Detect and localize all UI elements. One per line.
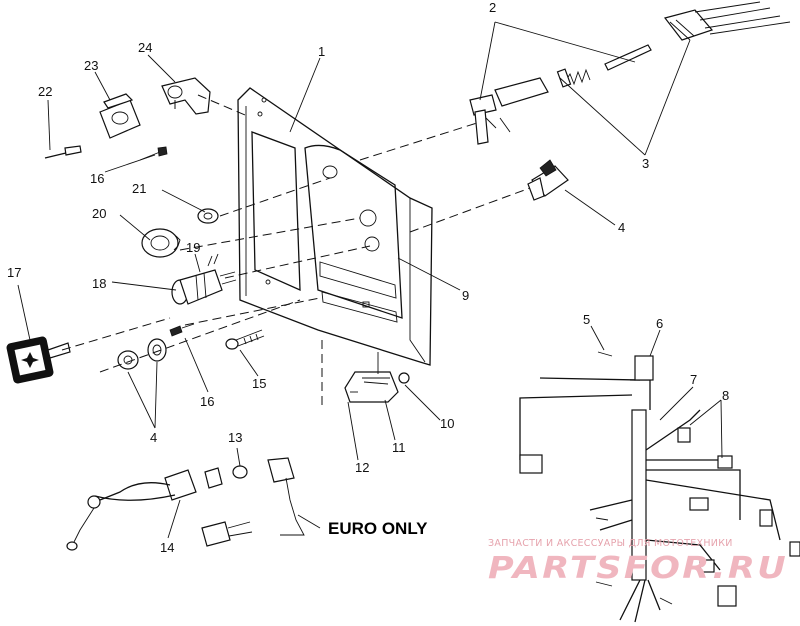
nut-washer-lower <box>117 338 167 370</box>
callout-9: 9 <box>462 288 469 303</box>
callout-12: 12 <box>355 460 369 475</box>
callout-16-upper: 16 <box>90 171 104 186</box>
callout-19: 19 <box>186 240 200 255</box>
mount-bracket <box>344 352 410 403</box>
callout-4-toggle: 4 <box>618 220 625 235</box>
toggle-switch <box>527 159 569 201</box>
callout-11: 11 <box>392 440 406 455</box>
nut-ring-20 <box>141 228 181 258</box>
leader-lines <box>17 21 723 539</box>
callout-20: 20 <box>92 206 106 221</box>
callout-labels: 1 2 3 4 4 5 6 7 8 9 10 11 12 13 14 15 16… <box>7 0 729 555</box>
wiring-harness <box>519 351 800 623</box>
callout-4-nut: 4 <box>150 430 157 445</box>
screw-16-lower <box>169 323 195 337</box>
washer-21 <box>197 208 219 224</box>
callout-13: 13 <box>228 430 242 445</box>
bracket-24 <box>161 77 211 115</box>
euro-switch-assembly <box>66 457 305 551</box>
bolt-15 <box>225 329 265 350</box>
ignition-key <box>6 336 71 384</box>
watermark-logo: PARTSFOR.RU <box>488 551 788 586</box>
callout-15: 15 <box>252 376 266 391</box>
callout-8: 8 <box>722 388 729 403</box>
watermark-tagline: ЗАПЧАСТИ И АКСЕССУАРЫ ДЛЯ МОТОТЕХНИКИ <box>488 538 733 549</box>
callout-16-lower: 16 <box>200 394 214 409</box>
instrument-panel <box>237 87 433 366</box>
lock-plate <box>99 93 141 139</box>
callout-3: 3 <box>642 156 649 171</box>
callout-18: 18 <box>92 276 106 291</box>
pin-22 <box>44 145 82 159</box>
euro-only-label: EURO ONLY <box>328 519 428 538</box>
screw-16-upper <box>139 146 168 161</box>
callout-21: 21 <box>132 181 146 196</box>
callout-5: 5 <box>583 312 590 327</box>
callout-17: 17 <box>7 265 21 280</box>
callout-6: 6 <box>656 316 663 331</box>
callout-23: 23 <box>84 58 98 73</box>
callout-7: 7 <box>690 372 697 387</box>
callout-1: 1 <box>318 44 325 59</box>
callout-24: 24 <box>138 40 152 55</box>
switch-assembly <box>469 1 791 145</box>
key-switch <box>171 253 237 305</box>
callout-10: 10 <box>440 416 454 431</box>
watermark: ЗАПЧАСТИ И АКСЕССУАРЫ ДЛЯ МОТОТЕХНИКИ PA… <box>488 538 788 586</box>
exploded-lines <box>61 94 531 410</box>
callout-22: 22 <box>38 84 52 99</box>
callout-14: 14 <box>160 540 174 555</box>
callout-2: 2 <box>489 0 496 15</box>
